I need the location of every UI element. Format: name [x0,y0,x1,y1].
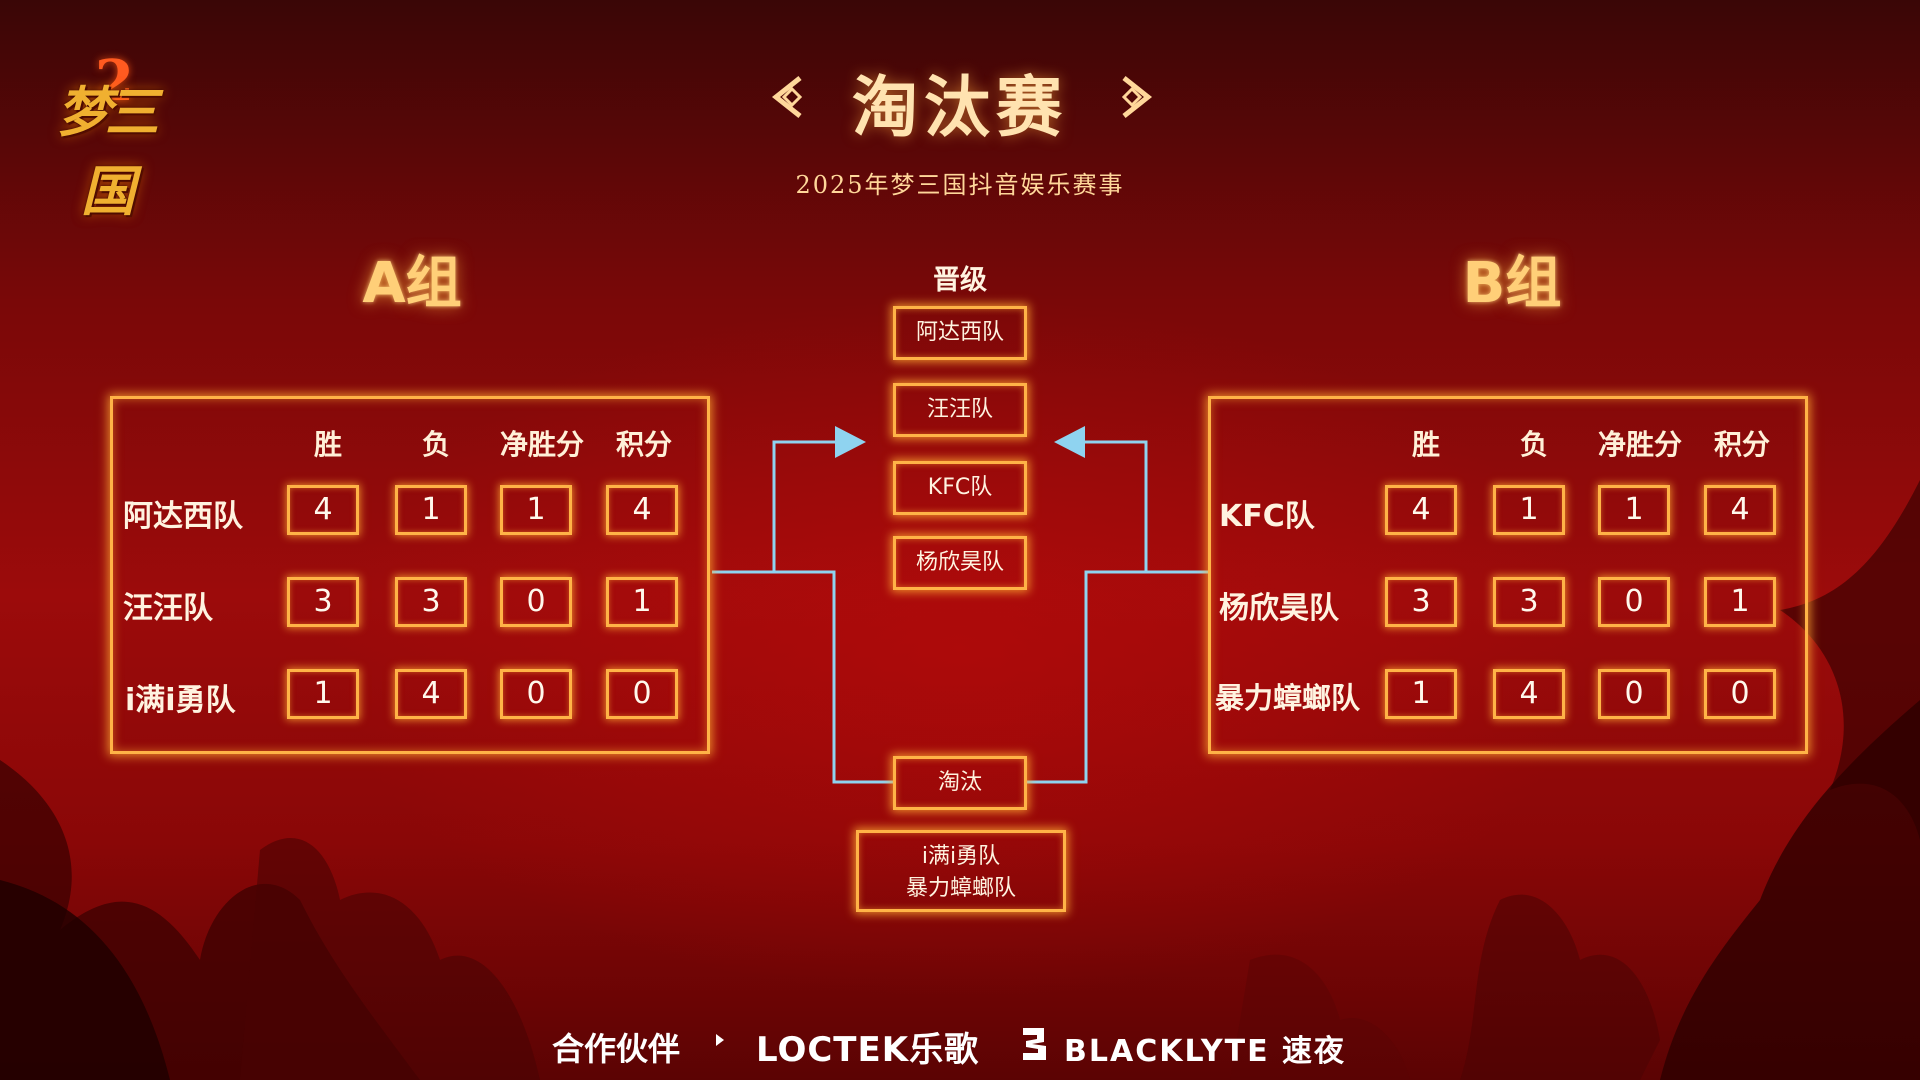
eliminated-teams-box: i满i勇队 暴力蟑螂队 [856,830,1066,912]
points-cell: 0 [1704,669,1776,719]
eliminated-team: 暴力蟑螂队 [905,876,1016,901]
loss-cell: 4 [395,669,467,719]
advance-label: 晋级 [933,265,987,296]
blacklyte-logo: BLACKLYTE 速夜 [1064,1034,1347,1069]
points-cell: 4 [1704,485,1776,535]
team-name: i满i勇队 [125,683,236,718]
play-arrow-icon [716,1034,724,1046]
team-name: 阿达西队 [123,499,243,534]
col-header-points: 积分 [1713,428,1770,461]
win-cell: 4 [1385,485,1457,535]
right-chevron-ornament-icon [1121,76,1153,118]
partners-label: 合作伙伴 [552,1030,681,1068]
eliminated-team: i满i勇队 [921,844,1001,869]
loss-cell: 1 [1493,485,1565,535]
team-name: 汪汪队 [123,591,213,626]
game-logo: 2 梦三国 [40,48,170,223]
loss-cell: 1 [395,485,467,535]
group-b-table: 胜 负 净胜分 积分 KFC队 4 1 1 4 杨欣昊队 3 3 0 1 暴力蟑… [1208,396,1808,754]
win-cell: 1 [287,669,359,719]
group-a-table: 胜 负 净胜分 积分 阿达西队 4 1 1 4 汪汪队 3 3 0 1 i满i勇… [110,396,710,754]
col-header-net: 净胜分 [1597,428,1682,461]
group-b-title: B组 [1462,251,1562,316]
win-cell: 3 [287,577,359,627]
points-cell: 0 [606,669,678,719]
arrow-right-icon [835,426,866,458]
arrow-left-icon [1054,426,1085,458]
net-cell: 1 [500,485,572,535]
loss-cell: 3 [1493,577,1565,627]
net-cell: 0 [500,577,572,627]
net-cell: 1 [1598,485,1670,535]
col-header-loss: 负 [421,428,450,461]
net-cell: 0 [1598,577,1670,627]
points-cell: 1 [1704,577,1776,627]
win-cell: 3 [1385,577,1457,627]
col-header-points: 积分 [615,428,672,461]
points-cell: 4 [606,485,678,535]
net-cell: 0 [500,669,572,719]
net-cell: 0 [1598,669,1670,719]
team-name: 杨欣昊队 [1219,591,1339,626]
advance-team-box: 阿达西队 [893,306,1027,360]
col-header-win: 胜 [313,428,342,461]
advance-team-box: KFC队 [893,461,1027,515]
loss-cell: 4 [1493,669,1565,719]
win-cell: 4 [287,485,359,535]
event-subtitle: 2025年梦三国抖音娱乐赛事 [795,171,1125,199]
points-cell: 1 [606,577,678,627]
loss-cell: 3 [395,577,467,627]
col-header-win: 胜 [1411,428,1440,461]
left-chevron-ornament-icon [771,76,803,118]
logo-text: 梦三国 [57,80,159,223]
win-cell: 1 [1385,669,1457,719]
col-header-net: 净胜分 [499,428,584,461]
advance-team-box: 汪汪队 [893,383,1027,437]
loctek-logo: LOCTEK乐歌 [756,1030,980,1070]
logo-mark: 2 [95,48,134,114]
col-header-loss: 负 [1519,428,1548,461]
eliminated-label-box: 淘汰 [893,756,1027,810]
group-a-title: A组 [362,251,462,316]
advance-team-box: 杨欣昊队 [893,536,1027,590]
partners-bar: 合作伙伴 LOCTEK乐歌 BLACKLYTE 速夜 [0,1020,1920,1070]
blacklyte-logo-icon [1023,1028,1046,1060]
team-name: KFC队 [1219,499,1315,534]
team-name: 暴力蟑螂队 [1215,681,1361,715]
page-title: 淘汰赛 [852,68,1068,146]
